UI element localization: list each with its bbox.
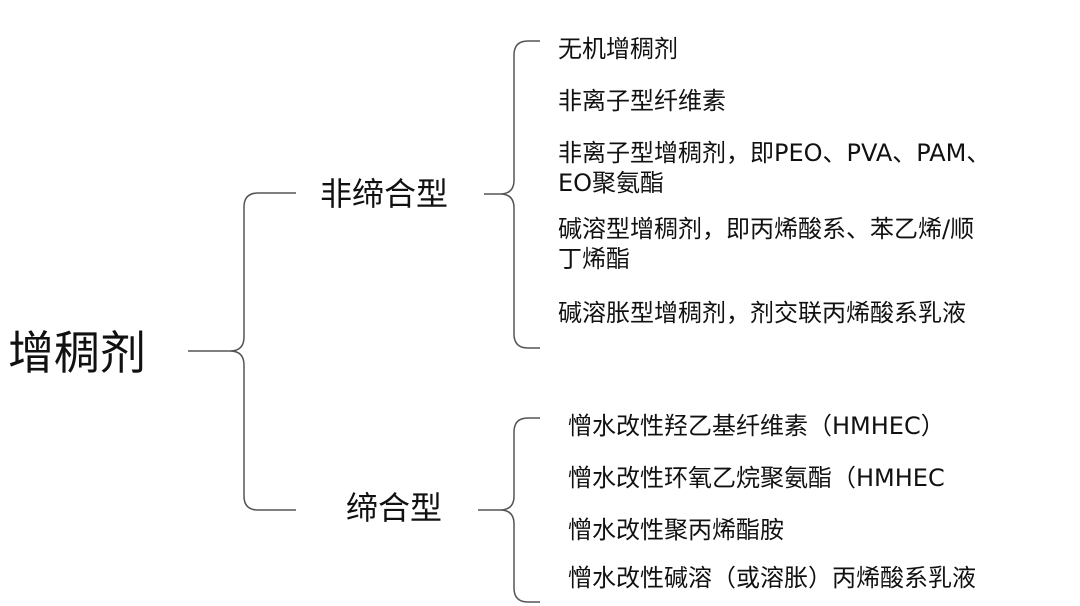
list-item: 碱溶型增稠剂，即丙烯酸系、苯乙烯/顺 丁烯酯 [558, 214, 974, 274]
list-item-line: 非离子型纤维素 [558, 87, 726, 115]
category-associative: 缔合型 [346, 489, 443, 527]
list-item: 非离子型纤维素 [558, 86, 726, 116]
list-item: 憎水改性羟乙基纤维素（HMHEC） [568, 411, 945, 441]
list-item: 憎水改性聚丙烯酯胺 [568, 515, 784, 545]
list-item: 憎水改性碱溶（或溶胀）丙烯酸系乳液 [568, 563, 976, 593]
list-item-line: 憎水改性碱溶（或溶胀）丙烯酸系乳液 [568, 564, 976, 592]
non-associative-bracket [484, 40, 540, 349]
list-item-line: 丁烯酯 [558, 245, 630, 273]
associative-bracket [478, 417, 540, 603]
list-item-line: 碱溶型增稠剂，即丙烯酸系、苯乙烯/顺 [558, 215, 975, 243]
list-item-line: 憎水改性环氧乙烷聚氨酯（HMHEC [568, 464, 945, 492]
list-item-line: 憎水改性聚丙烯酯胺 [568, 516, 784, 544]
root-bracket [188, 192, 296, 511]
list-item-line: 非离子型增稠剂，即PEO、PVA、PAM、 [558, 139, 991, 167]
category-non-associative: 非缔合型 [320, 175, 449, 213]
list-item-line: 憎水改性羟乙基纤维素（HMHEC） [568, 412, 945, 440]
list-item: 无机增稠剂 [558, 34, 678, 64]
list-item: 非离子型增稠剂，即PEO、PVA、PAM、 EO聚氨酯 [558, 138, 990, 198]
list-item: 憎水改性环氧乙烷聚氨酯（HMHEC [568, 463, 945, 493]
list-item-line: 无机增稠剂 [558, 35, 678, 63]
list-item-line: 碱溶胀型增稠剂，剂交联丙烯酸系乳液 [558, 299, 966, 327]
list-item-line: EO聚氨酯 [558, 169, 665, 197]
root-label: 增稠剂 [8, 326, 146, 380]
list-item: 碱溶胀型增稠剂，剂交联丙烯酸系乳液 [558, 298, 966, 328]
